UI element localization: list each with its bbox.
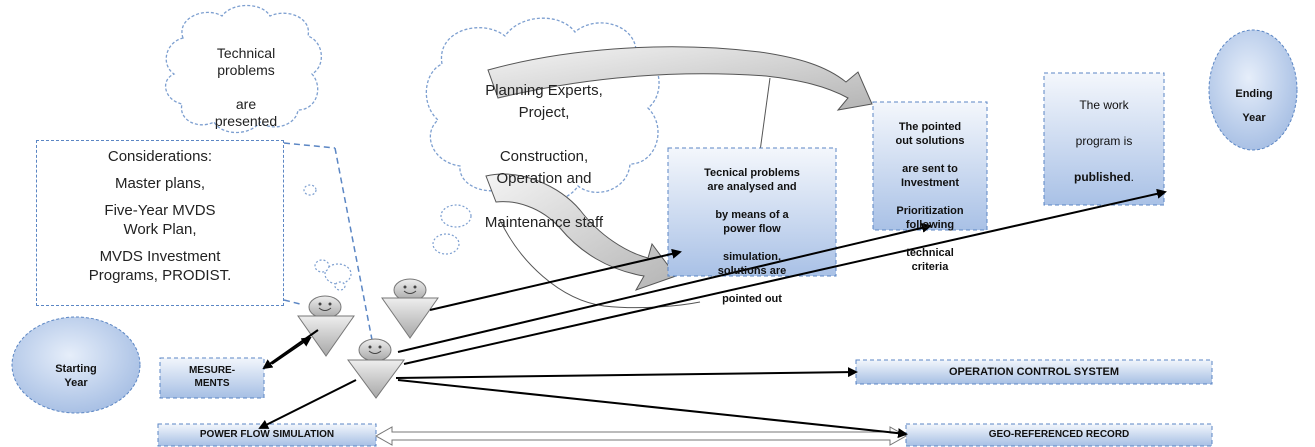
arrow-to-geo-record bbox=[397, 379, 908, 439]
arrow-to-analysed-box bbox=[429, 248, 682, 311]
measurements-label: MESURE-MENTS bbox=[188, 365, 236, 389]
arrow-to-prioritization-box bbox=[397, 222, 932, 353]
arrow-up-from-measurements bbox=[271, 336, 312, 365]
arrow-to-measurements bbox=[262, 329, 319, 370]
person-figure-1 bbox=[297, 295, 355, 357]
consideration-item: Five-Year MVDS bbox=[104, 202, 216, 219]
power-flow-label: POWER FLOW SIMULATION bbox=[199, 429, 335, 440]
consideration-item: Programs, PRODIST. bbox=[88, 267, 232, 284]
arrow-to-operation-control bbox=[395, 367, 858, 379]
measurements-bar bbox=[159, 357, 265, 399]
consideration-item: Work Plan, bbox=[123, 221, 197, 238]
person-figure-3 bbox=[347, 338, 405, 399]
consideration-item: Master plans, bbox=[114, 175, 206, 192]
person-figure-2 bbox=[381, 278, 439, 339]
considerations-box: Considerations: Master plans, Five-Year … bbox=[36, 140, 284, 306]
arrow-to-published-box bbox=[403, 188, 1167, 365]
published-box-text: The work program is published. bbox=[1073, 98, 1134, 184]
face-marks bbox=[318, 285, 417, 354]
hollow-arrow bbox=[374, 426, 908, 446]
technical-problems-cloud bbox=[164, 4, 322, 134]
thought-bubbles bbox=[303, 184, 472, 291]
ending-year-oval bbox=[1208, 29, 1298, 151]
considerations-tail bbox=[283, 142, 374, 346]
published-box bbox=[1043, 72, 1165, 206]
connector-arrows bbox=[258, 188, 1167, 439]
operation-control-label: OPERATION CONTROL SYSTEM bbox=[948, 366, 1120, 378]
considerations-title: Considerations: bbox=[107, 148, 213, 165]
geo-record-label: GEO-REFERENCED RECORD bbox=[988, 429, 1130, 440]
planning-experts-text: Planning Experts,Project, Construction,O… bbox=[484, 82, 604, 231]
starting-year-oval bbox=[11, 316, 141, 414]
operation-control-bar bbox=[855, 359, 1213, 385]
consideration-item: MVDS Investment bbox=[99, 248, 221, 265]
arrow-to-power-flow bbox=[258, 379, 357, 429]
prioritization-box bbox=[872, 101, 988, 231]
